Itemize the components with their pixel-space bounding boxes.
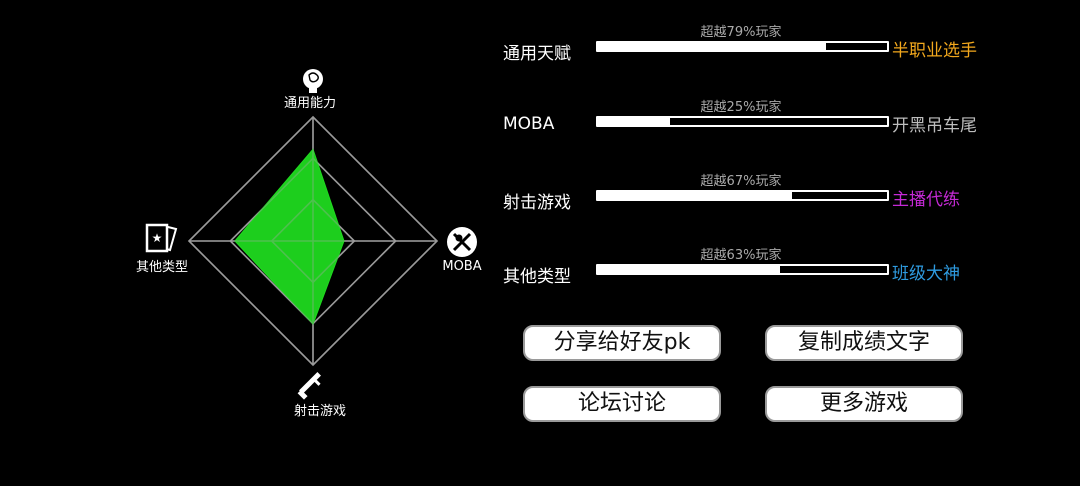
stat-row-moba: MOBA 超越25%玩家 开黑吊车尾 [500, 100, 1020, 142]
stat-percent-text: 超越79%玩家 [700, 25, 782, 40]
stat-progress-bar [596, 116, 889, 127]
stat-progress-fill [598, 118, 671, 125]
radar-grid-overlay [187, 115, 439, 367]
radar-chart: 通用能力 MOBA 射击游戏 ★ 其他类型 [136, 69, 482, 419]
forum-button[interactable]: 论坛讨论 [523, 386, 721, 422]
stat-label: 射击游戏 [503, 193, 571, 213]
stat-percent-text: 超越25%玩家 [700, 100, 782, 115]
radar-ring [229, 157, 397, 325]
brain-head-icon [303, 69, 323, 93]
stat-label: 其他类型 [503, 267, 571, 287]
axis-label-top: 通用能力 [284, 96, 336, 111]
crossed-swords-icon [447, 227, 477, 257]
stat-row-shooter: 射击游戏 超越67%玩家 主播代练 [500, 174, 1020, 216]
stat-rank: 主播代练 [892, 190, 960, 210]
axis-label-left: 其他类型 [136, 260, 188, 275]
more-games-button[interactable]: 更多游戏 [765, 386, 963, 422]
stat-progress-fill [598, 43, 827, 50]
stat-rank: 半职业选手 [892, 41, 977, 61]
stat-rank: 班级大神 [892, 264, 960, 284]
radar-ring [187, 115, 439, 367]
stat-label: MOBA [503, 114, 555, 134]
stat-rank: 开黑吊车尾 [892, 116, 977, 136]
stat-label: 通用天赋 [503, 44, 571, 64]
radar-data-polygon [234, 148, 345, 326]
radar-ring [270, 198, 356, 284]
rifle-icon [297, 372, 321, 400]
svg-text:★: ★ [152, 231, 163, 245]
share-pk-button[interactable]: 分享给好友pk [523, 325, 721, 361]
stat-percent-text: 超越63%玩家 [700, 248, 782, 263]
stat-progress-fill [598, 266, 781, 273]
stat-progress-fill [598, 192, 792, 199]
stat-progress-bar [596, 264, 889, 275]
axis-label-bottom: 射击游戏 [294, 403, 346, 419]
stat-progress-bar [596, 190, 889, 201]
stat-row-other: 其他类型 超越63%玩家 班级大神 [500, 248, 1020, 290]
stat-progress-bar [596, 41, 889, 52]
axis-label-right: MOBA [442, 259, 481, 274]
stat-percent-text: 超越67%玩家 [700, 174, 782, 189]
star-cards-icon: ★ [145, 223, 178, 253]
stat-row-general: 通用天赋 超越79%玩家 半职业选手 [500, 25, 1020, 67]
copy-results-button[interactable]: 复制成绩文字 [765, 325, 963, 361]
